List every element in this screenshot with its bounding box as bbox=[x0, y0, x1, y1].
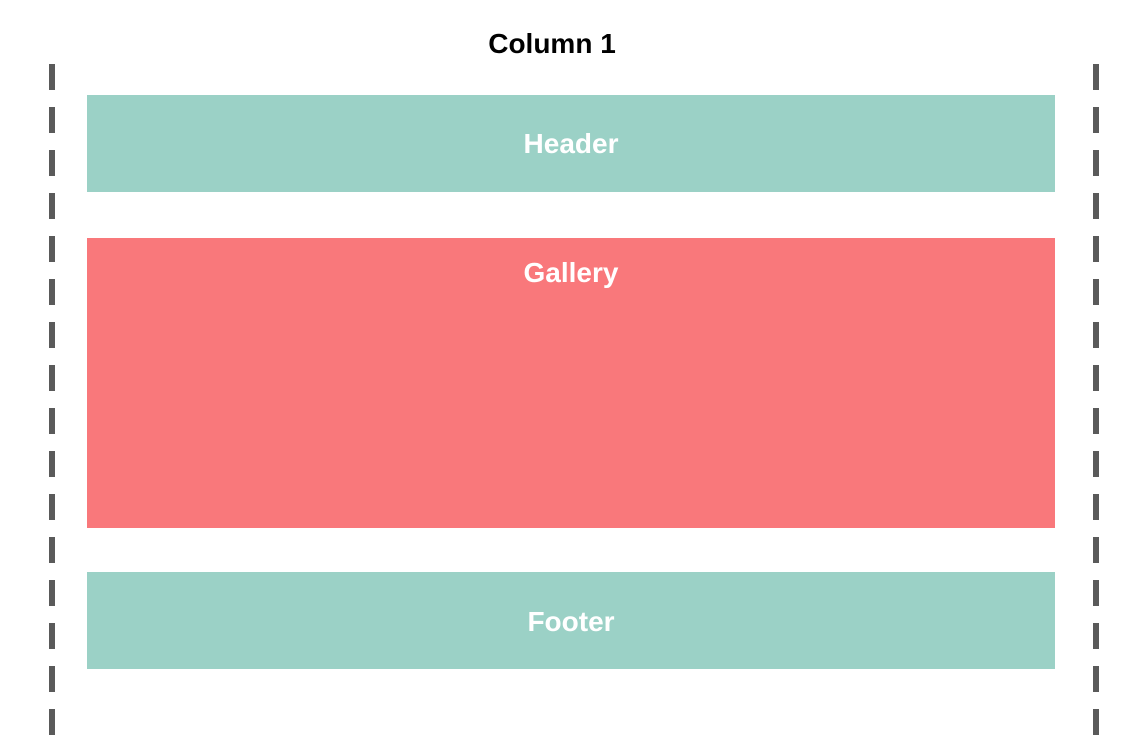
footer-label: Footer bbox=[527, 606, 615, 637]
header-block: Header bbox=[87, 95, 1055, 192]
footer-block: Footer bbox=[87, 572, 1055, 669]
gallery-label: Gallery bbox=[523, 257, 619, 288]
column-title: Column 1 bbox=[488, 28, 616, 59]
header-label: Header bbox=[523, 128, 619, 159]
gallery-block: Gallery bbox=[87, 238, 1055, 528]
